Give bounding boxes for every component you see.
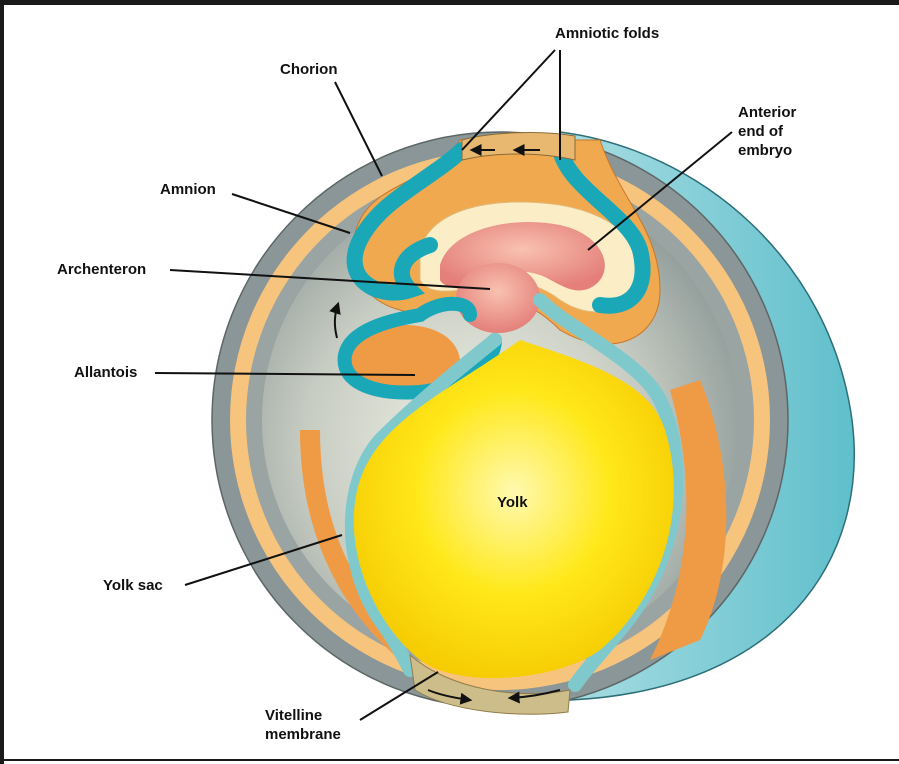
label-anterior-line-1: Anterior — [738, 103, 796, 122]
label-anterior-end-of-embryo: Anterior end of embryo — [738, 103, 796, 160]
label-anterior-line-3: embryo — [738, 141, 796, 160]
label-amnion: Amnion — [160, 180, 216, 199]
label-yolk-sac: Yolk sac — [103, 576, 163, 595]
label-allantois: Allantois — [74, 363, 137, 382]
label-vitelline-line-2: membrane — [265, 725, 341, 744]
label-vitelline-line-1: Vitelline — [265, 706, 341, 725]
label-amniotic-folds: Amniotic folds — [555, 24, 659, 43]
label-anterior-line-2: end of — [738, 122, 796, 141]
label-chorion: Chorion — [280, 60, 338, 79]
leader-chorion — [335, 82, 382, 176]
label-archenteron: Archenteron — [57, 260, 146, 279]
label-yolk: Yolk — [497, 493, 528, 512]
archenteron-cavity — [456, 263, 540, 333]
label-vitelline-membrane: Vitelline membrane — [265, 706, 341, 744]
